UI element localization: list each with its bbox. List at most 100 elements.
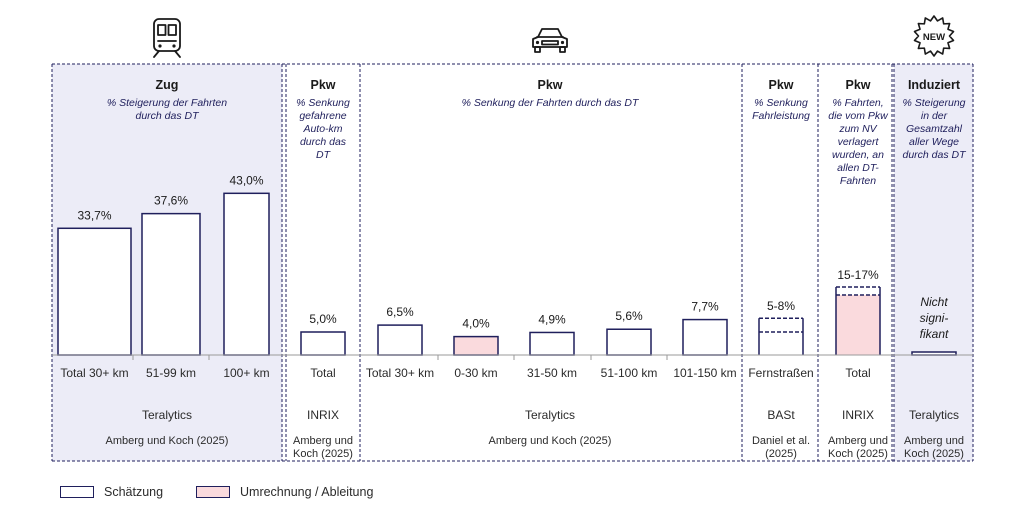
bar-label-zug: 33,7% bbox=[77, 208, 111, 222]
panel-title-induced: Induziert bbox=[908, 78, 961, 92]
category-label-pkw_trips: 101-150 km bbox=[673, 366, 736, 380]
car-icon bbox=[532, 28, 568, 53]
category-label-pkw_trips: 0-30 km bbox=[454, 366, 497, 380]
note-label-induced: fikant bbox=[920, 327, 949, 341]
bar-label-pkw_trips: 5,6% bbox=[615, 309, 643, 323]
new-badge-shape bbox=[913, 15, 955, 57]
panel-subtitle-pkw_km: DT bbox=[316, 149, 332, 161]
bar-label-pkw_trips: 4,0% bbox=[462, 317, 490, 331]
source-label-pkw_shift: Koch (2025) bbox=[828, 448, 888, 460]
panel-subtitle-induced: % Steigerung bbox=[902, 97, 965, 109]
legend-label-derived: Umrechnung / Ableitung bbox=[240, 485, 374, 499]
provider-label-pkw_km: INRIX bbox=[307, 408, 339, 422]
panel-subtitle-zug: durch das DT bbox=[135, 110, 200, 122]
bars: 33,7%37,6%43,0%5,0%6,5%4,0%4,9%5,6%7,7%5… bbox=[57, 173, 957, 356]
legend-swatch-derived bbox=[196, 486, 230, 498]
bar-pkw_trips bbox=[606, 328, 652, 356]
panel-subtitle-zug: % Steigerung der Fahrten bbox=[107, 97, 227, 109]
train-window-right bbox=[167, 24, 177, 36]
bar-label-pkw_trips: 4,9% bbox=[538, 312, 566, 326]
note-label-induced: signi- bbox=[920, 311, 949, 325]
provider-label-zug: Teralytics bbox=[142, 408, 192, 422]
panel-subtitle-pkw_km: Auto-km bbox=[302, 123, 342, 135]
panel-subtitle-pkw_km: gefahrene bbox=[299, 110, 346, 122]
panel-frames bbox=[51, 63, 974, 462]
source-label-pkw_perf: (2025) bbox=[765, 448, 797, 460]
bar-label-pkw_perf: 5-8% bbox=[767, 299, 795, 313]
bar-label-pkw_trips: 6,5% bbox=[386, 305, 414, 319]
panel-subtitle-pkw_shift: wurden, an bbox=[832, 149, 884, 161]
panel-subtitle-pkw_shift: % Fahrten, bbox=[832, 97, 883, 109]
provider-label-pkw_shift: INRIX bbox=[842, 408, 874, 422]
panel-subtitle-pkw_km: % Senkung bbox=[296, 97, 350, 109]
panel-title-pkw_perf: Pkw bbox=[768, 78, 793, 92]
bar-fill-pkw_perf bbox=[759, 332, 803, 355]
panel-subtitle-pkw_km: durch das bbox=[300, 136, 347, 148]
panel-title-pkw_km: Pkw bbox=[310, 78, 335, 92]
train-icon bbox=[153, 18, 181, 58]
category-label-pkw_shift: Total bbox=[845, 366, 870, 380]
train-rail-left bbox=[153, 50, 160, 58]
panel-subtitle-pkw_shift: Fahrten bbox=[840, 175, 876, 187]
category-label-pkw_trips: 31-50 km bbox=[527, 366, 577, 380]
legend-derived: Umrechnung / Ableitung bbox=[196, 482, 373, 502]
category-label-pkw_perf: Fernstraßen bbox=[748, 366, 813, 380]
panel-subtitle-induced: aller Wege bbox=[909, 136, 959, 148]
panel-subtitle-induced: in der bbox=[921, 110, 948, 122]
legend-swatch-estimate bbox=[60, 486, 94, 498]
train-light-right bbox=[172, 44, 176, 48]
bar-zug bbox=[57, 227, 132, 356]
panel-subtitle-induced: durch das DT bbox=[902, 149, 967, 161]
car-light-left bbox=[535, 40, 540, 45]
panel-subtitle-pkw_shift: allen DT- bbox=[837, 162, 879, 174]
panel-title-pkw_shift: Pkw bbox=[845, 78, 870, 92]
new-badge-label: NEW bbox=[923, 32, 945, 43]
source-label-induced: Koch (2025) bbox=[904, 448, 964, 460]
source-label-pkw_km: Koch (2025) bbox=[293, 448, 353, 460]
source-label-zug: Amberg und Koch (2025) bbox=[106, 435, 229, 447]
provider-label-induced: Teralytics bbox=[909, 408, 959, 422]
header-icons: NEW bbox=[153, 15, 955, 58]
bar-label-zug: 37,6% bbox=[154, 194, 188, 208]
car-body bbox=[532, 28, 568, 48]
category-label-zug: 100+ km bbox=[223, 366, 269, 380]
panel-title-zug: Zug bbox=[156, 78, 179, 92]
category-label-pkw_trips: 51-100 km bbox=[601, 366, 658, 380]
car-wheel-left bbox=[534, 46, 541, 53]
panel-subtitle-pkw_shift: verlagert bbox=[838, 136, 880, 148]
legend-label-estimate: Schätzung bbox=[104, 485, 164, 499]
bar-label-zug: 43,0% bbox=[229, 173, 263, 187]
panel-subtitle-induced: Gesamtzahl bbox=[906, 123, 963, 135]
train-window-left bbox=[157, 24, 167, 36]
bar-pkw_trips bbox=[682, 318, 728, 356]
bar-pkw_trips bbox=[377, 324, 423, 356]
car-wheel-right bbox=[559, 46, 566, 53]
panel-subtitle-pkw_trips: % Senkung der Fahrten durch das DT bbox=[462, 97, 640, 109]
category-label-pkw_trips: Total 30+ km bbox=[366, 366, 434, 380]
bar-pkw_trips bbox=[453, 335, 499, 356]
bar-pkw_km bbox=[300, 331, 346, 356]
note-label-induced: Nicht bbox=[920, 295, 948, 309]
panel-subtitle-pkw_perf: Fahrleistung bbox=[752, 110, 810, 122]
panel-title-pkw_trips: Pkw bbox=[537, 78, 562, 92]
panel-bg-induced bbox=[894, 64, 973, 461]
car-grille bbox=[541, 40, 559, 46]
category-label-pkw_km: Total bbox=[310, 366, 335, 380]
train-rail-right bbox=[174, 50, 181, 58]
category-label-zug: Total 30+ km bbox=[60, 366, 128, 380]
source-label-induced: Amberg und bbox=[904, 435, 964, 447]
bar-fill-pkw_shift bbox=[836, 295, 880, 355]
bar-label-pkw_shift: 15-17% bbox=[837, 268, 879, 282]
bar-zug bbox=[141, 212, 201, 356]
train-light-left bbox=[158, 44, 162, 48]
provider-label-pkw_trips: Teralytics bbox=[525, 408, 575, 422]
legend-estimate: Schätzung bbox=[60, 482, 163, 502]
provider-label-pkw_perf: BASt bbox=[767, 408, 795, 422]
bar-label-pkw_trips: 7,7% bbox=[691, 300, 719, 314]
source-label-pkw_km: Amberg und bbox=[293, 435, 353, 447]
source-label-pkw_shift: Amberg und bbox=[828, 435, 888, 447]
panel-subtitle-pkw_shift: zum NV bbox=[838, 123, 877, 135]
bar-pkw_trips bbox=[529, 331, 575, 356]
